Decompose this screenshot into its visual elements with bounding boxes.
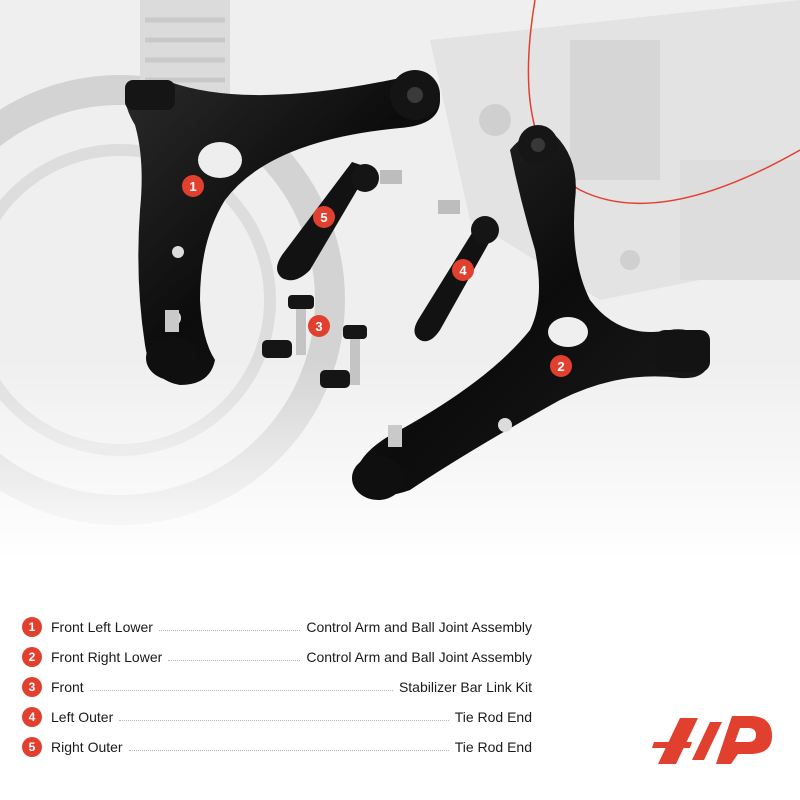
legend-number-badge: 1 [22,617,42,637]
callout-4: 4 [452,259,474,281]
legend-row: 3 Front Stabilizer Bar Link Kit [22,672,532,702]
legend-position: Left Outer [51,709,114,725]
stabilizer-bar-links [262,295,367,388]
leader-line [89,689,393,691]
legend-row: 2 Front Right Lower Control Arm and Ball… [22,642,532,672]
decorative-arc [527,0,800,205]
legend-position: Front [51,679,84,695]
legend-part-name: Control Arm and Ball Joint Assembly [306,649,532,665]
brand-logo-icon [652,716,772,764]
callout-3: 3 [308,315,330,337]
legend-number-badge: 5 [22,737,42,757]
leader-line [168,659,301,661]
svg-text:5: 5 [320,210,327,225]
legend-part-name: Tie Rod End [454,739,532,755]
legend-row: 5 Right Outer Tie Rod End [22,732,532,762]
legend-part-name: Stabilizer Bar Link Kit [398,679,532,695]
leader-line [119,719,449,721]
legend-number-badge: 2 [22,647,42,667]
svg-text:2: 2 [557,359,564,374]
legend-part-name: Control Arm and Ball Joint Assembly [306,619,532,635]
svg-text:4: 4 [459,263,467,278]
legend-row: 1 Front Left Lower Control Arm and Ball … [22,612,532,642]
svg-text:1: 1 [189,179,196,194]
legend-part-name: Tie Rod End [454,709,532,725]
leader-line [158,629,301,631]
product-photo: 1 2 3 4 5 [0,0,800,560]
callout-5: 5 [313,206,335,228]
legend-position: Front Right Lower [51,649,163,665]
right-control-arm [352,125,710,500]
legend-row: 4 Left Outer Tie Rod End [22,702,532,732]
legend-number-badge: 3 [22,677,42,697]
legend-position: Right Outer [51,739,123,755]
parts-legend: 1 Front Left Lower Control Arm and Ball … [22,612,532,762]
callout-1: 1 [182,175,204,197]
legend-position: Front Left Lower [51,619,153,635]
left-control-arm [125,70,440,385]
callout-2: 2 [550,355,572,377]
legend-number-badge: 4 [22,707,42,727]
svg-text:3: 3 [315,319,322,334]
leader-line [128,749,449,751]
tie-rod-end-left-outer [414,200,499,342]
